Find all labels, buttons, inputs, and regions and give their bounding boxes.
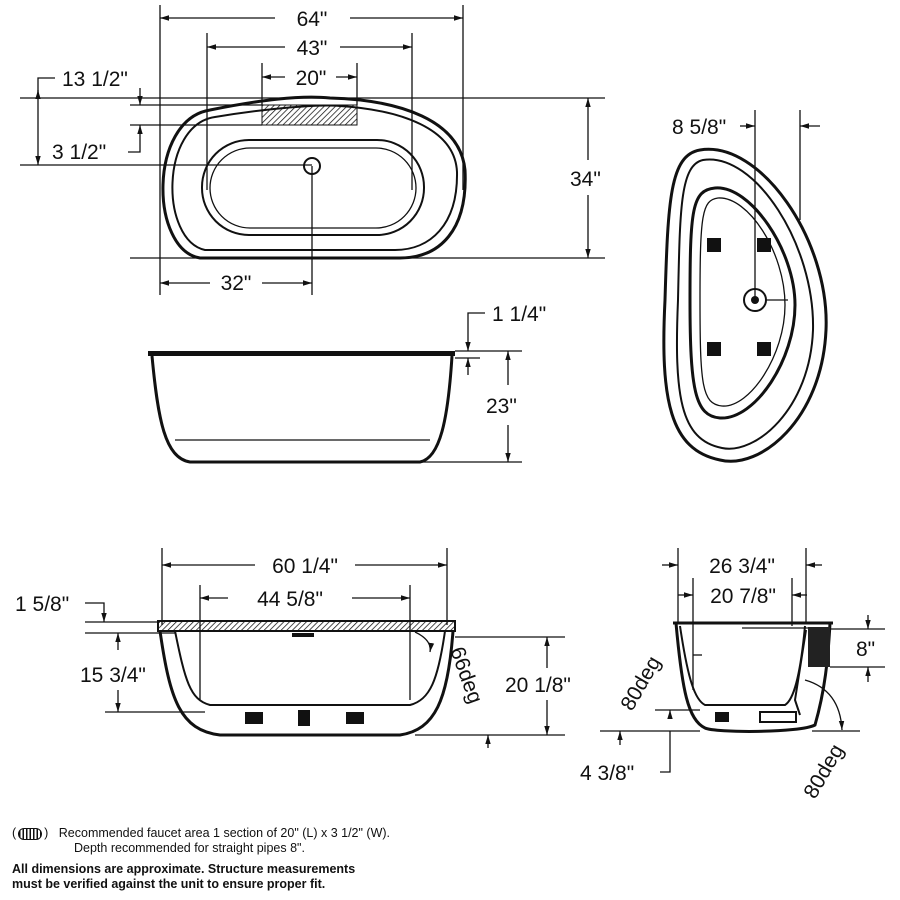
dim-end-bottom-width: 20 7/8" <box>710 585 776 608</box>
dim-front-height: 20 1/8" <box>505 674 571 697</box>
dim-end-top-width: 26 3/4" <box>709 555 775 578</box>
dim-overall-length: 64" <box>297 8 328 31</box>
dim-depth: 15 3/4" <box>80 664 146 687</box>
end-top-view: 8 5/8" <box>662 110 828 463</box>
notes: () Recommended faucet area 1 section of … <box>12 826 390 892</box>
front-view: 60 1/4" 44 5/8" 1 5/8" 15 3/4" 20 1/8" 6… <box>15 548 571 748</box>
dim-faucet-offset: 13 1/2" <box>62 68 128 91</box>
dim-faucet-length: 20" <box>296 67 327 90</box>
dim-top-length: 60 1/4" <box>272 555 338 578</box>
dim-height: 23" <box>486 395 517 418</box>
dim-inner-length: 43" <box>297 37 328 60</box>
disclaimer-line-1: All dimensions are approximate. Structur… <box>12 862 356 876</box>
hatched-oval-icon <box>18 827 43 840</box>
legend-text-1: Recommended faucet area 1 section of 20"… <box>58 826 391 840</box>
dim-rim: 1 1/4" <box>492 303 546 326</box>
dim-front-angle: 66deg <box>445 644 487 707</box>
legend-text-2: Depth recommended for straight pipes 8". <box>74 841 305 855</box>
legend-line: () Recommended faucet area 1 section of … <box>12 826 391 840</box>
dim-pipe-depth: 8" <box>856 638 875 661</box>
dim-front-rim: 1 5/8" <box>15 593 69 616</box>
side-view: 1 1/4" 23" <box>148 303 546 464</box>
dim-faucet-width: 3 1/2" <box>52 141 106 164</box>
top-view: 64" 43" 20" 32" 34" 13 1/2" 3 1/2" <box>20 5 605 295</box>
dim-drain-offset: 32" <box>221 272 252 295</box>
dim-end-angle-left: 80deg <box>616 652 665 714</box>
dim-width: 34" <box>570 168 601 191</box>
dim-bottom-length: 44 5/8" <box>257 588 323 611</box>
dim-end-angle-right: 80deg <box>799 740 848 802</box>
end-view: 26 3/4" 20 7/8" 8" 80deg 4 3/8" 80deg <box>580 548 885 803</box>
dim-drain-offset-end: 8 5/8" <box>672 116 726 139</box>
dim-base-height: 4 3/8" <box>580 762 634 785</box>
disclaimer-line-2: must be verified against the unit to ens… <box>12 877 326 891</box>
